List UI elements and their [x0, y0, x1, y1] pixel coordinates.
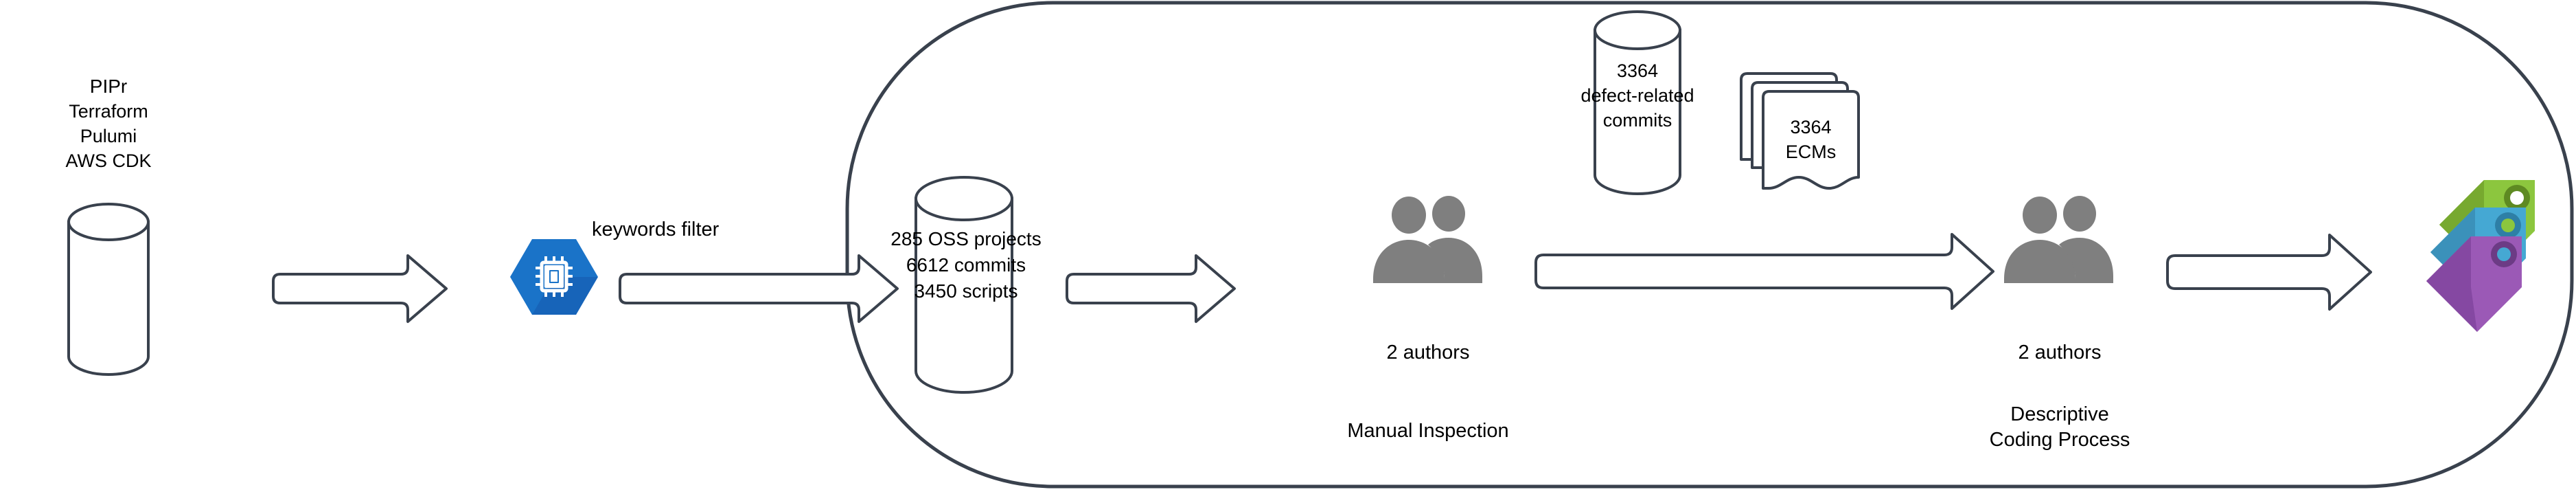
dataset-line-commits: 6612 commits — [906, 254, 1026, 276]
arrow-pipr-to-processor — [272, 254, 448, 323]
pipr-line-awscdk: AWS CDK — [65, 150, 152, 171]
collected-dataset-shape — [915, 176, 1013, 394]
defect-commits-database-shape — [1594, 10, 1681, 195]
pipr-database-shape — [67, 203, 150, 376]
arrow-dataset-to-inspection — [1066, 254, 1236, 323]
ecm-documents-stack — [1740, 72, 1860, 190]
descriptive-coding-stage-label-line1: Descriptive — [2010, 403, 2109, 425]
pipr-line-terraform: Terraform — [69, 101, 148, 122]
two-people-icon-inspection — [1373, 196, 1482, 283]
keywords-filter-label: keywords filter — [592, 219, 720, 241]
arrow-processor-to-dataset — [619, 254, 899, 323]
pipr-caption: PIPr — [89, 76, 128, 97]
ecm-line-label: ECMs — [1785, 142, 1837, 162]
dataset-line-projects: 285 OSS projects — [890, 228, 1042, 249]
coding-authors-label: 2 authors — [2018, 342, 2102, 364]
two-people-icon-coding — [2004, 196, 2113, 283]
defect-line-commits: commits — [1602, 110, 1672, 131]
defect-line-kind: defect-related — [1580, 85, 1694, 106]
defect-line-count: 3364 — [1616, 60, 1659, 81]
dataset-line-scripts: 3450 scripts — [914, 280, 1018, 302]
price-tags-icon — [2426, 180, 2535, 332]
descriptive-coding-stage-label-line2: Coding Process — [1989, 429, 2130, 451]
ecm-line-count: 3364 — [1790, 117, 1832, 137]
pipr-line-pulumi: Pulumi — [80, 126, 137, 146]
arrow-inspection-to-coding — [1534, 233, 1994, 310]
manual-inspection-stage-label: Manual Inspection — [1347, 420, 1509, 442]
arrow-coding-to-tags — [2166, 234, 2372, 311]
inspection-authors-label: 2 authors — [1386, 342, 1470, 364]
analysis-pipeline-container — [845, 1, 2574, 489]
cpu-chip-hexagon-icon — [510, 239, 598, 315]
